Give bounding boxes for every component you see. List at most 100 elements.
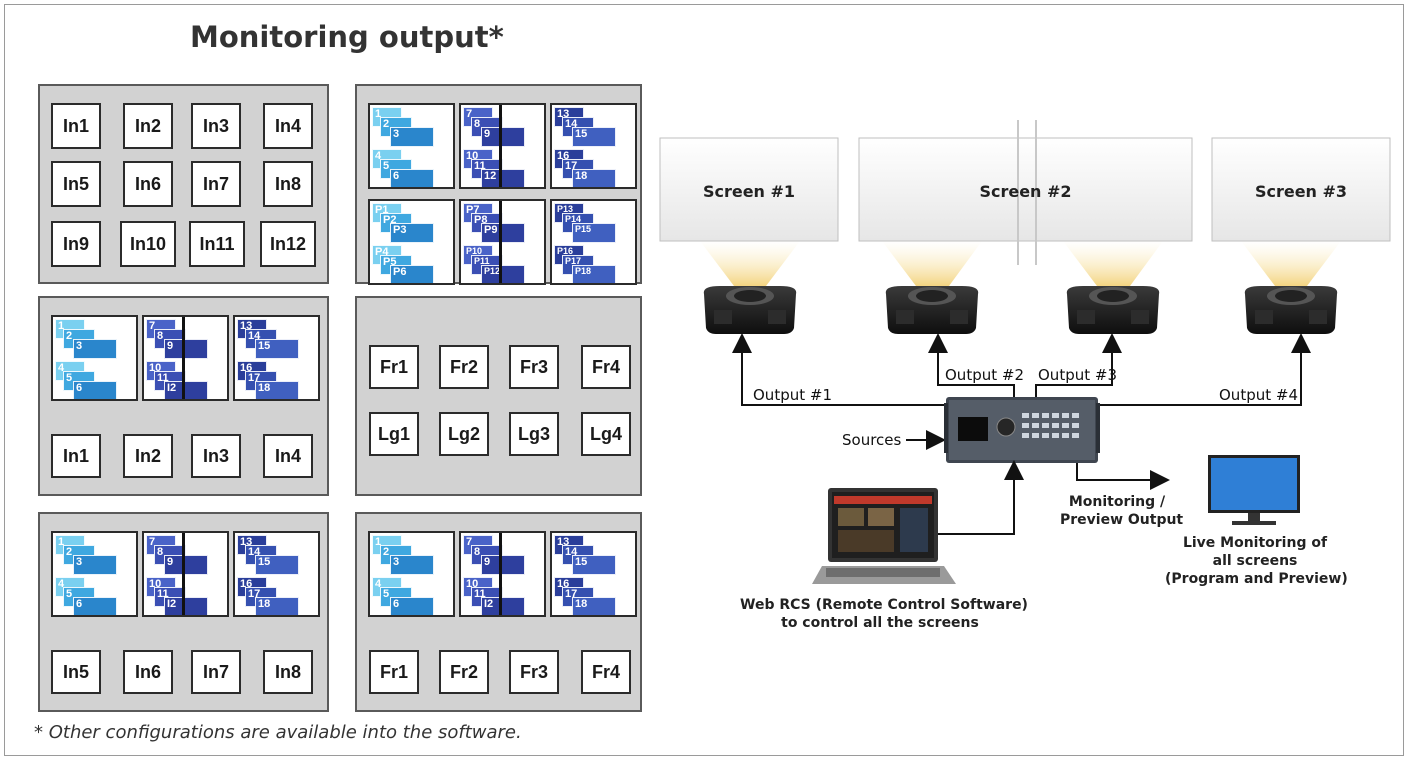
- screen-3-label: Screen #3: [1254, 182, 1348, 201]
- monitor-icon: [1208, 455, 1300, 525]
- projector-4-icon: [1244, 286, 1338, 334]
- source-window: 18: [255, 381, 299, 399]
- source-window: P6: [390, 265, 434, 283]
- frame-box: Fr2: [439, 345, 489, 389]
- source-window: 3: [73, 555, 117, 575]
- projector-2-icon: [885, 286, 979, 334]
- split-divider: [499, 533, 502, 615]
- screen-1-label: Screen #1: [702, 182, 796, 201]
- source-window: 12: [481, 169, 525, 187]
- input-box: In3: [191, 434, 241, 478]
- input-box: In12: [260, 221, 316, 267]
- screen-2-label: Screen #2: [979, 182, 1072, 201]
- input-box: In4: [263, 103, 313, 149]
- source-window: 15: [572, 127, 616, 147]
- output-3-line: [1035, 333, 1122, 400]
- source-window: 9: [481, 555, 525, 575]
- monitoring-label-line: Preview Output: [1060, 512, 1184, 529]
- frame-box: Fr1: [369, 345, 419, 389]
- frame-box: Fr2: [439, 650, 489, 694]
- input-box: In4: [263, 434, 313, 478]
- input-box: In1: [51, 103, 101, 149]
- sources-label: Sources: [842, 431, 902, 449]
- logo-box: Lg4: [581, 412, 631, 456]
- rcs-arrow: [936, 460, 1024, 535]
- source-window: P15: [572, 223, 616, 243]
- source-window: 6: [390, 597, 434, 615]
- monitoring-label-line: Monitoring /: [1068, 494, 1166, 510]
- beam-1: [700, 241, 800, 286]
- monitoring-label: Monitoring / Preview Output: [1060, 493, 1184, 529]
- source-window: 6: [73, 597, 117, 615]
- source-window: 6: [390, 169, 434, 187]
- source-window: 18: [572, 169, 616, 187]
- screen-1: [659, 137, 839, 242]
- rcs-label: Web RCS (Remote Control Software) to con…: [740, 596, 1028, 632]
- screen-2: [858, 137, 1193, 242]
- input-box: In6: [123, 650, 173, 694]
- input-box: In5: [51, 161, 101, 207]
- laptop-icon: [812, 488, 956, 584]
- source-window: I2: [164, 381, 208, 399]
- beam-3: [1063, 241, 1163, 286]
- input-box: In2: [123, 103, 173, 149]
- source-window: 9: [481, 127, 525, 147]
- input-box: In8: [263, 161, 313, 207]
- source-window: P12: [481, 265, 525, 283]
- projector-1-icon: [703, 286, 797, 334]
- rcs-label-line: Web RCS (Remote Control Software): [740, 597, 1028, 613]
- live-monitoring-line: (Program and Preview): [1165, 571, 1348, 588]
- source-window: 18: [255, 597, 299, 615]
- output-2-line: [928, 333, 1015, 400]
- input-box: In1: [51, 434, 101, 478]
- beam-4: [1241, 241, 1341, 286]
- source-window: 15: [255, 555, 299, 575]
- page-title: Monitoring output*: [190, 20, 504, 54]
- beam-2: [882, 241, 982, 286]
- logo-box: Lg3: [509, 412, 559, 456]
- source-window: I2: [481, 597, 525, 615]
- input-box: In8: [263, 650, 313, 694]
- output-4-label: Output #4: [1218, 386, 1299, 404]
- source-window: 3: [390, 127, 434, 147]
- output-2-label: Output #2: [945, 366, 1024, 384]
- footnote: * Other configurations are available int…: [34, 722, 522, 743]
- processor-icon: [944, 397, 1100, 463]
- projector-3-icon: [1066, 286, 1160, 334]
- live-monitoring-line: Live Monitoring of: [1182, 535, 1328, 551]
- frame-box: Fr3: [509, 345, 559, 389]
- input-box: In7: [191, 161, 241, 207]
- input-box: In7: [191, 650, 241, 694]
- live-monitoring-label: Live Monitoring of all screens (Program …: [1165, 534, 1348, 589]
- logo-box: Lg1: [369, 412, 419, 456]
- frame-box: Fr4: [581, 345, 631, 389]
- source-window: 9: [164, 555, 208, 575]
- source-window: 18: [572, 597, 616, 615]
- input-box: In11: [189, 221, 245, 267]
- source-window: 9: [164, 339, 208, 359]
- live-monitoring-line: all screens: [1212, 553, 1298, 570]
- panel-inputs-12: In1 In2 In3 In4 In5 In6 In7 In8 In9 In10…: [38, 84, 329, 284]
- source-window: 3: [73, 339, 117, 359]
- source-window: 6: [73, 381, 117, 399]
- input-box: In3: [191, 103, 241, 149]
- source-window: 3: [390, 555, 434, 575]
- split-divider: [182, 317, 185, 399]
- frame-box: Fr4: [581, 650, 631, 694]
